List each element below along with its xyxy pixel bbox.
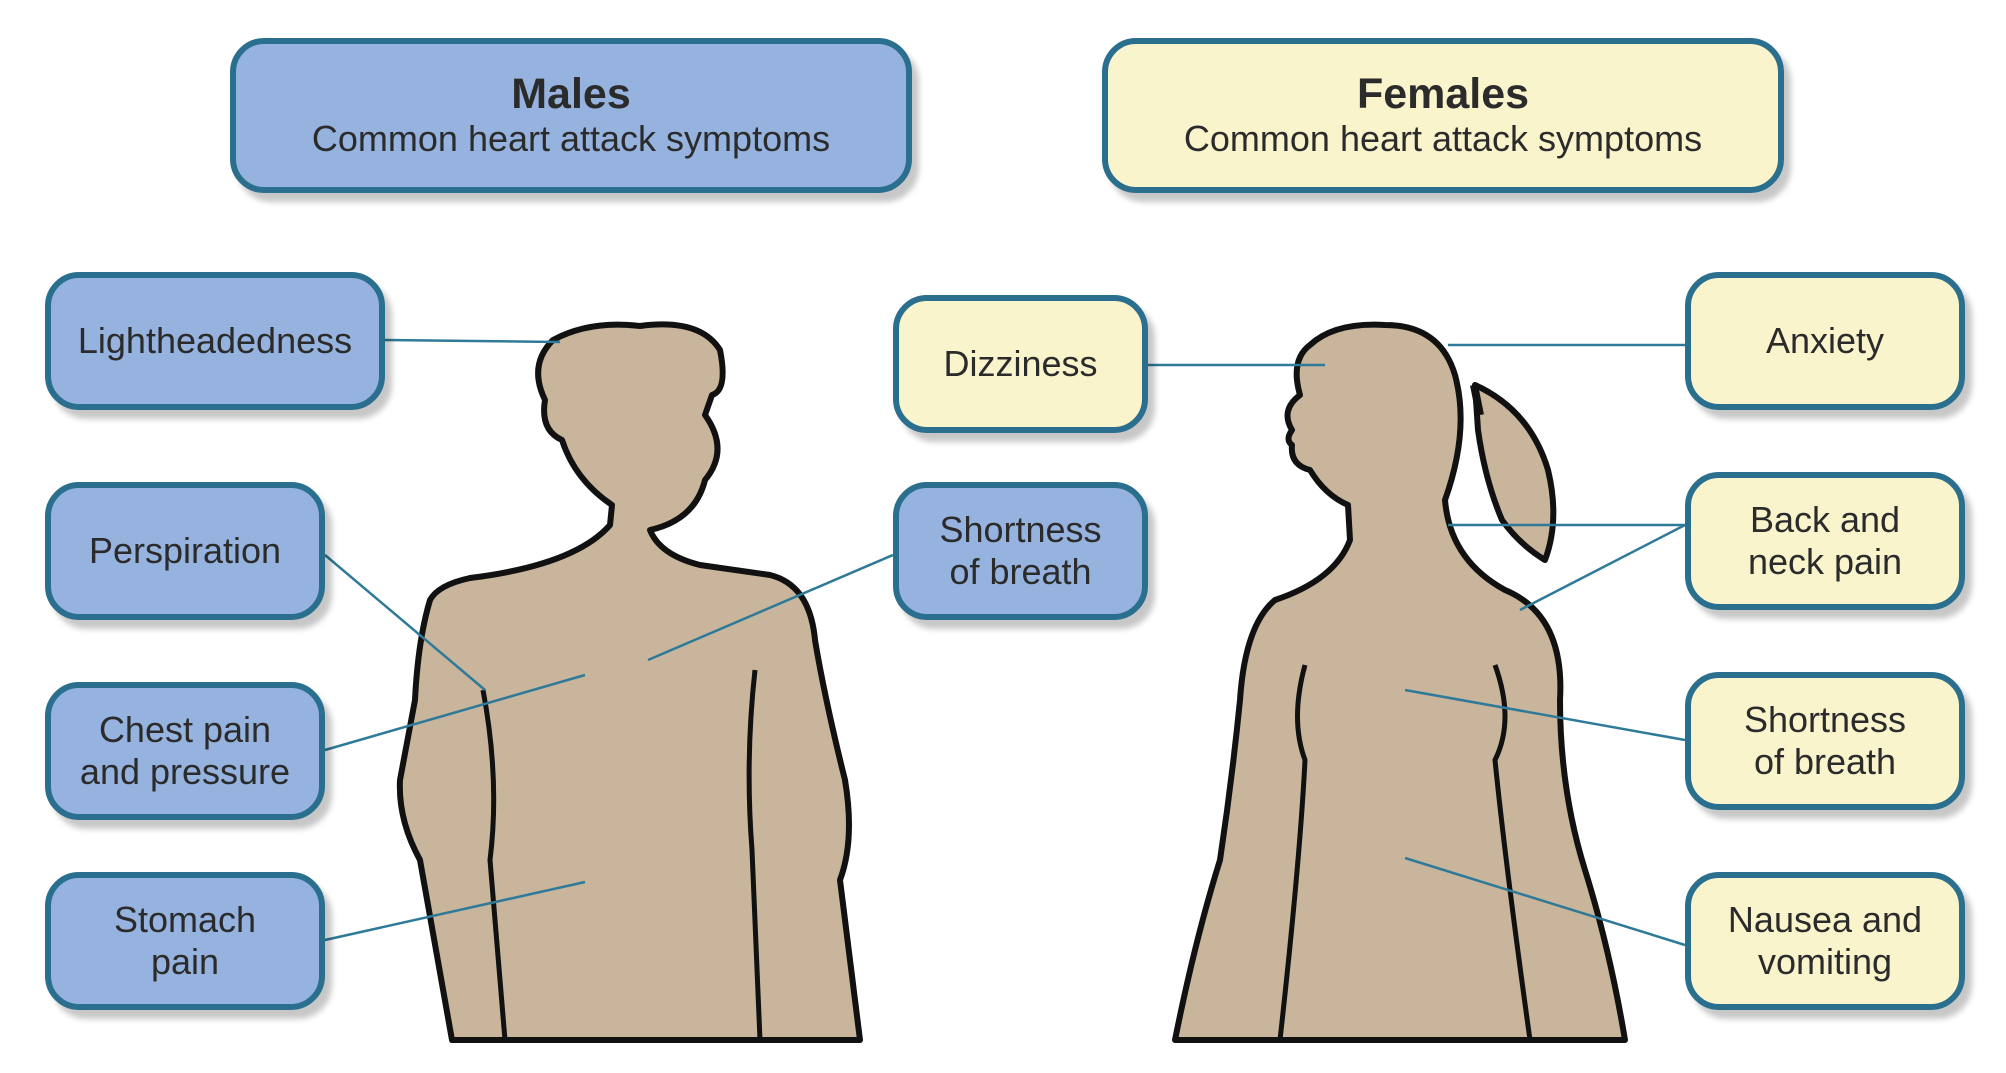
male-silhouette: [396, 321, 863, 1043]
connector-male-breath: [647, 553, 894, 662]
male-arm-line-left: [480, 689, 508, 1041]
female-symptom-back-neck-label: Back and neck pain: [1747, 498, 1903, 582]
male-symptom-chest: Chest pain and pressure: [45, 682, 325, 820]
connector-lightheadedness: [384, 338, 561, 344]
female-symptom-nausea: Nausea and vomiting: [1685, 872, 1965, 1010]
connector-stomach: [324, 880, 586, 942]
male-symptom-stomach-label: Stomach pain: [113, 898, 257, 982]
female-ponytail: [1472, 382, 1557, 563]
male-symptom-stomach: Stomach pain: [45, 872, 325, 1010]
male-symptom-chest-label: Chest pain and pressure: [79, 708, 291, 792]
female-symptom-breath-label: Shortness of breath: [1743, 698, 1907, 782]
males-header: Males Common heart attack symptoms: [230, 38, 912, 193]
females-title: Females: [1356, 70, 1530, 119]
males-subtitle: Common heart attack symptoms: [311, 118, 831, 160]
female-silhouette: [1172, 321, 1628, 1043]
male-symptom-lightheadedness-label: Lightheadedness: [77, 319, 353, 361]
female-symptom-nausea-label: Nausea and vomiting: [1727, 898, 1923, 982]
connector-perspiration: [324, 554, 486, 691]
females-subtitle: Common heart attack symptoms: [1183, 118, 1703, 160]
male-symptom-lightheadedness: Lightheadedness: [45, 272, 385, 410]
male-symptom-breath: Shortness of breath: [893, 482, 1148, 620]
male-body: [396, 321, 863, 1043]
connector-chest: [324, 673, 586, 752]
male-symptom-perspiration-label: Perspiration: [88, 529, 282, 571]
connector-female-breath: [1404, 688, 1686, 742]
female-arm-line-right: [1492, 664, 1533, 1041]
female-symptom-anxiety-label: Anxiety: [1765, 319, 1885, 361]
female-hair-tie: [1470, 384, 1484, 416]
female-symptom-anxiety: Anxiety: [1685, 272, 1965, 410]
female-body: [1172, 321, 1628, 1043]
female-symptom-back-neck: Back and neck pain: [1685, 472, 1965, 610]
male-symptom-perspiration: Perspiration: [45, 482, 325, 620]
male-symptom-breath-label: Shortness of breath: [939, 508, 1102, 592]
females-header: Females Common heart attack symptoms: [1102, 38, 1784, 193]
male-arm-line-right: [746, 669, 763, 1041]
female-arm-line-left: [1277, 664, 1308, 1041]
female-symptom-dizziness-label: Dizziness: [943, 342, 1098, 384]
female-symptom-breath: Shortness of breath: [1685, 672, 1965, 810]
connector-back-neck-2: [1519, 523, 1686, 612]
connector-lines: [324, 338, 1690, 947]
connector-nausea: [1404, 856, 1686, 947]
males-title: Males: [511, 70, 631, 119]
female-symptom-dizziness: Dizziness: [893, 295, 1148, 433]
